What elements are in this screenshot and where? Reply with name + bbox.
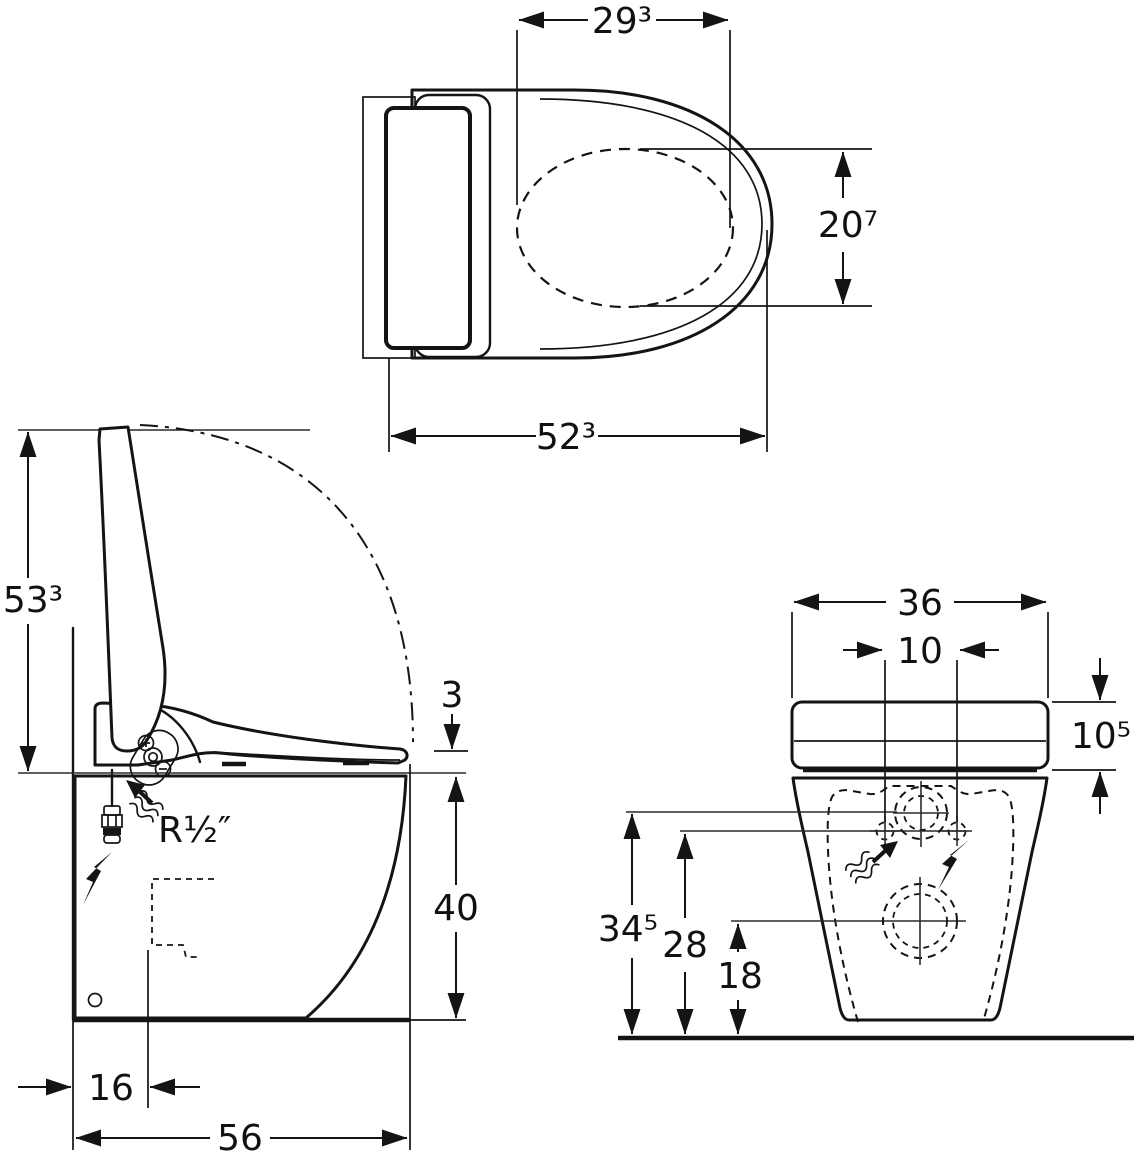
- rear-view: 36 10 10⁵ 34⁵ 28: [598, 583, 1134, 1041]
- power-bolt-icon: [83, 852, 112, 905]
- dim-outlet-height: 18: [717, 923, 763, 1035]
- dim-seat-unit-height: 10⁵: [1052, 658, 1131, 814]
- dim-label-connection-spacing: 10: [897, 631, 943, 672]
- dim-upper-connection-height: 34⁵: [598, 813, 658, 1035]
- raised-lid-top: [384, 106, 472, 350]
- water-hose-connector: [101, 768, 123, 844]
- minus-button[interactable]: [154, 760, 172, 778]
- dim-seat-lip-gap: 3: [434, 675, 468, 752]
- dim-label-seat-unit-height: 10⁵: [1071, 716, 1131, 757]
- top-view: 29³ 20⁷ 52³: [362, 1, 878, 458]
- seat-unit-rear: [790, 700, 1050, 770]
- dim-label-lid-open-height: 53³: [3, 580, 63, 621]
- dim-label-connections-height: 28: [662, 925, 708, 966]
- fitting-nut: [101, 814, 123, 828]
- recess-outline-dashed: [826, 785, 1015, 1023]
- dim-bowl-height: 40: [433, 776, 479, 1019]
- water-connection-label: R½″: [158, 810, 231, 851]
- dim-overall-width: 36: [791, 583, 1049, 698]
- trap-outline-dashed: [151, 878, 214, 958]
- dim-label-supply-offset: 16: [88, 1068, 134, 1109]
- water-supply-icon: [126, 780, 164, 823]
- dim-overall-length: 52³: [388, 230, 768, 458]
- control-pad: [129, 729, 179, 786]
- dim-label-inner-width: 29³: [592, 1, 652, 42]
- dim-label-overall-depth: 56: [217, 1118, 263, 1152]
- dim-bowl-depth: 20⁷: [640, 148, 878, 307]
- bowl-body-side: [73, 774, 408, 1020]
- bowl-opening-dashed: [515, 147, 735, 309]
- lid-swing-arc: [139, 424, 414, 743]
- seat-outline-top: [410, 88, 774, 360]
- dim-label-overall-length: 52³: [536, 417, 596, 458]
- dim-label-seat-lip-gap: 3: [441, 675, 464, 716]
- dim-lid-open-height: 53³: [3, 431, 63, 772]
- fitting-band: [103, 828, 121, 835]
- power-button-inner: [147, 751, 159, 763]
- dim-connection-spacing: 10: [843, 631, 999, 822]
- dim-label-upper-connection-height: 34⁵: [598, 909, 658, 950]
- dim-label-bowl-height: 40: [433, 888, 479, 929]
- dim-label-bowl-depth: 20⁷: [818, 205, 878, 246]
- seat-inner-edge: [539, 98, 763, 350]
- dim-connections-height: 28: [662, 833, 708, 1035]
- side-view: R½″ 53³ 3 40 16: [3, 424, 479, 1152]
- dim-label-overall-width: 36: [897, 583, 943, 624]
- dim-label-outlet-height: 18: [717, 956, 763, 997]
- upper-connection: [893, 781, 949, 847]
- seat-seam-line: [212, 751, 401, 761]
- water-supply-icon-rear: [845, 841, 898, 884]
- dim-supply-offset: 16: [18, 950, 200, 1150]
- dim-inner-width: 29³: [516, 1, 731, 228]
- fixing-hole: [87, 992, 103, 1008]
- outlet-connection: [882, 877, 958, 965]
- dim-overall-depth: 56: [75, 764, 411, 1152]
- fitting-cap: [103, 834, 121, 844]
- power-button[interactable]: [143, 747, 163, 767]
